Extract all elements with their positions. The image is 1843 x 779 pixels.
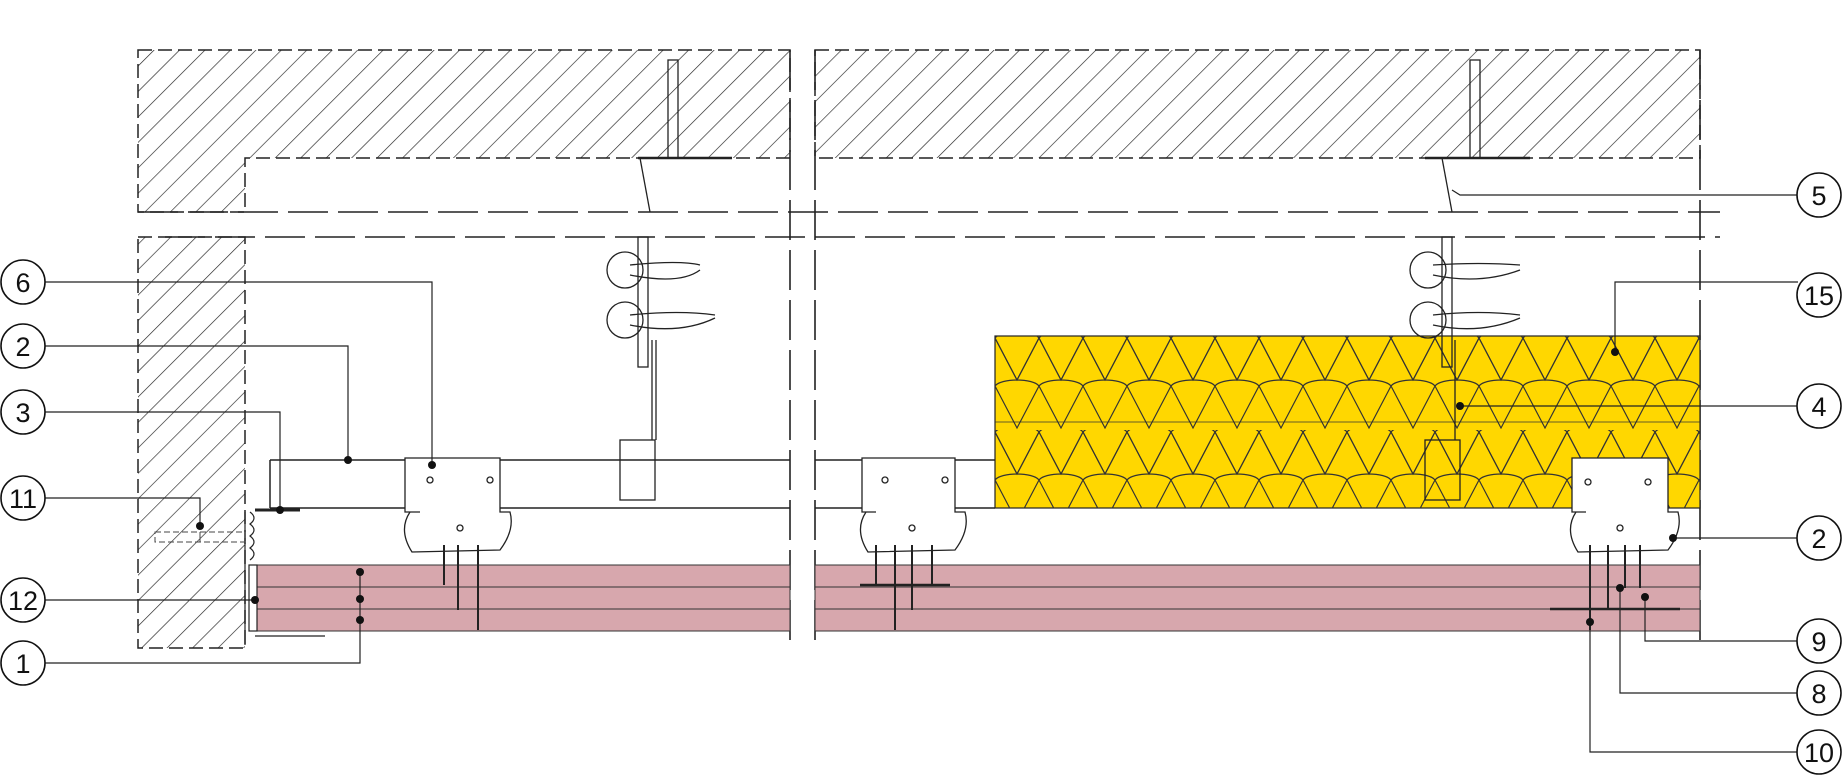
callout-10-label: 10 — [1804, 738, 1834, 768]
ceiling-clip-mid — [859, 457, 967, 553]
callout-3-label: 3 — [15, 398, 30, 428]
callout-2-right: 2 — [1796, 515, 1842, 561]
callout-8-label: 8 — [1811, 679, 1826, 709]
callout-15: 15 — [1796, 272, 1842, 318]
callout-4-label: 4 — [1811, 392, 1826, 422]
callout-9: 9 — [1796, 618, 1842, 664]
callout-12-label: 12 — [8, 586, 38, 616]
callout-1: 1 — [0, 640, 46, 686]
break-lines — [138, 50, 1720, 640]
callout-6: 6 — [0, 259, 46, 305]
callout-11: 11 — [0, 475, 46, 521]
wall-anchor — [154, 531, 246, 543]
concrete-slab-right — [814, 49, 1701, 159]
callout-10: 10 — [1796, 729, 1842, 775]
callout-4: 4 — [1796, 383, 1842, 429]
concrete-wall-left — [137, 236, 246, 649]
callout-2-left: 2 — [0, 323, 46, 369]
callout-5-label: 5 — [1811, 181, 1826, 211]
screws — [443, 545, 1680, 630]
callout-9-label: 9 — [1811, 627, 1826, 657]
callout-11-label: 11 — [9, 484, 37, 514]
ceiling-clip-left — [403, 457, 512, 553]
callout-6-label: 6 — [15, 268, 30, 298]
callout-2-right-label: 2 — [1811, 524, 1826, 554]
callout-15-label: 15 — [1804, 281, 1834, 311]
hanger-right — [1409, 59, 1530, 501]
callout-1-label: 1 — [15, 649, 30, 679]
plasterboard-left — [254, 564, 791, 632]
callout-8: 8 — [1796, 670, 1842, 716]
callout-2-left-label: 2 — [15, 332, 30, 362]
plasterboard-right — [814, 564, 1701, 632]
callout-5: 5 — [1796, 172, 1842, 218]
leader-dots — [196, 348, 1677, 626]
callout-12: 12 — [0, 577, 46, 623]
ceiling-clip-right — [1569, 457, 1680, 553]
hanger-left — [606, 59, 732, 501]
callout-3: 3 — [0, 389, 46, 435]
main-channels — [255, 459, 995, 512]
concrete-slab-left — [137, 49, 791, 213]
